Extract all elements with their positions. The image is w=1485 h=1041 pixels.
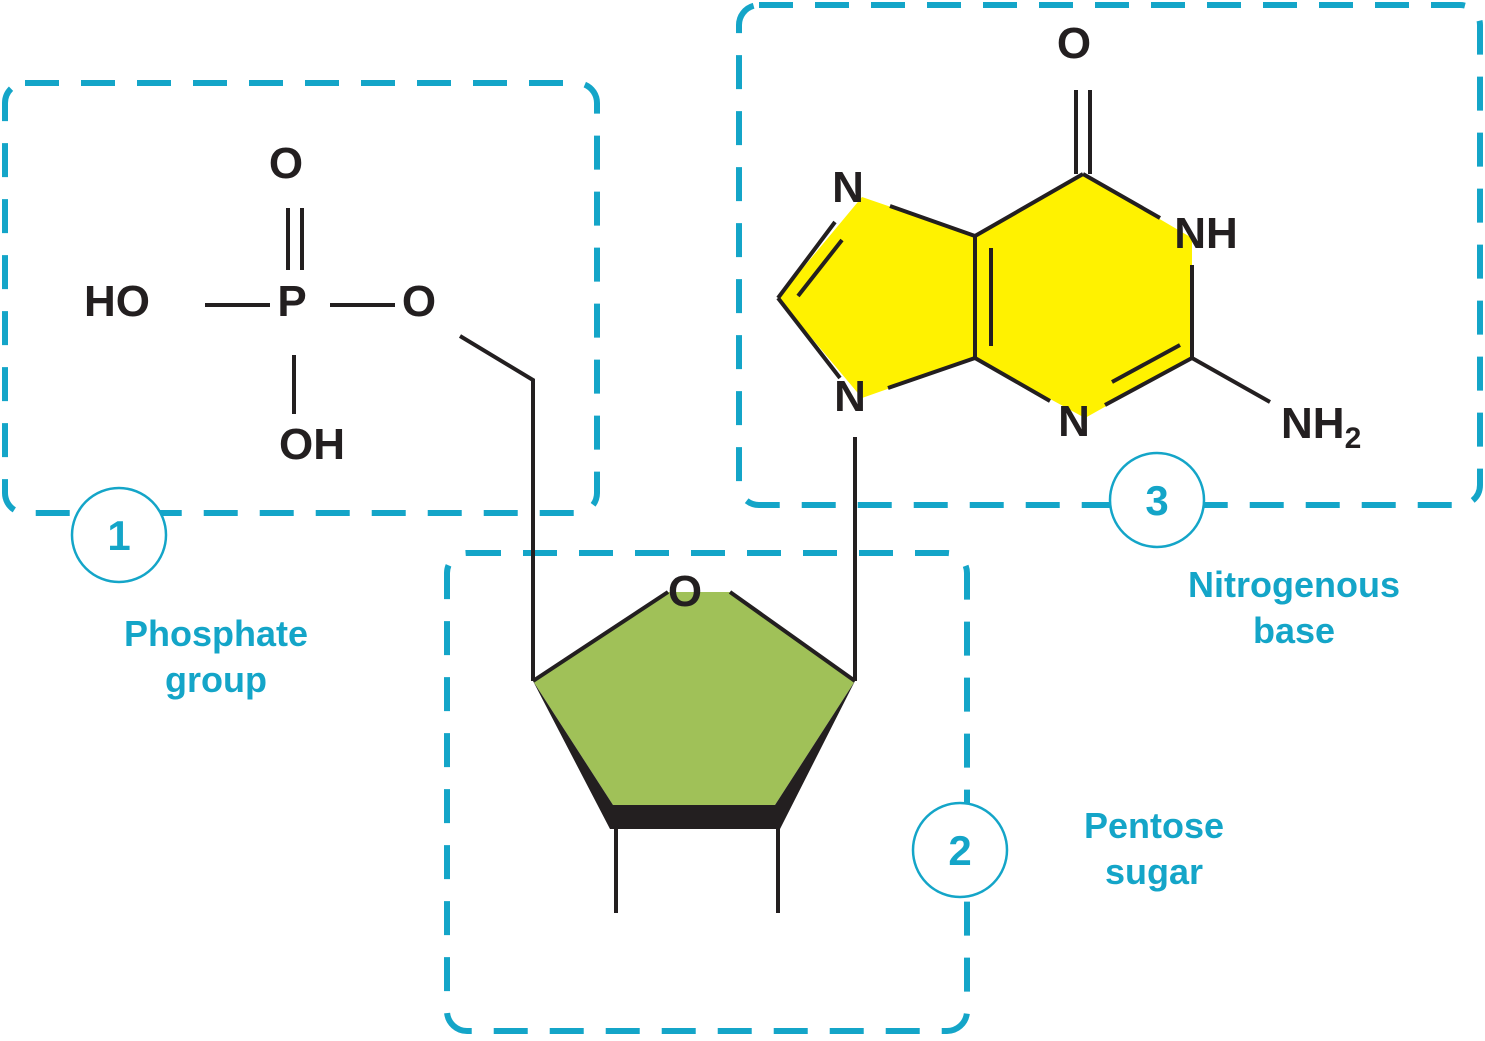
base-carbonyl-oxygen: O: [1057, 19, 1091, 68]
sugar-caption-line1: Pentose: [1084, 805, 1224, 846]
phosphate-oxygen-top: O: [269, 139, 303, 188]
base-amino-group: NH2: [1281, 399, 1361, 455]
base-nitrogen-3: N: [1058, 397, 1090, 446]
phosphate-hydroxyl-left: HO: [84, 277, 150, 326]
sugar-caption-line2: sugar: [1105, 851, 1203, 892]
sugar-ring-oxygen: O: [668, 567, 702, 616]
base-caption-line1: Nitrogenous: [1188, 564, 1400, 605]
phosphate-oxygen-bridge: O: [402, 277, 436, 326]
base-nh: NH: [1174, 209, 1238, 258]
base-caption-line2: base: [1253, 610, 1335, 651]
base-nitrogen-9: N: [834, 372, 866, 421]
pentose-sugar-box: [444, 550, 970, 1034]
number-circle-2: [911, 801, 1009, 899]
phosphate-bonds: [205, 208, 535, 681]
phosphate-caption-line2: group: [165, 659, 267, 700]
base-nitrogen-7: N: [832, 163, 864, 212]
phosphorus-atom: P: [277, 277, 306, 326]
phosphate-hydroxyl-bottom: OH: [279, 420, 345, 469]
phosphate-caption-line1: Phosphate: [124, 613, 308, 654]
base-bonds: [776, 90, 1271, 407]
base-rings-fill: [778, 174, 1192, 418]
number-circle-3: [1108, 451, 1206, 549]
sugar-ring-bonds: [531, 437, 857, 913]
number-2: 2: [948, 827, 971, 874]
number-3: 3: [1145, 477, 1168, 524]
sugar-ring-fill: [533, 592, 855, 805]
number-circle-1: [70, 486, 168, 584]
number-1: 1: [107, 512, 130, 559]
